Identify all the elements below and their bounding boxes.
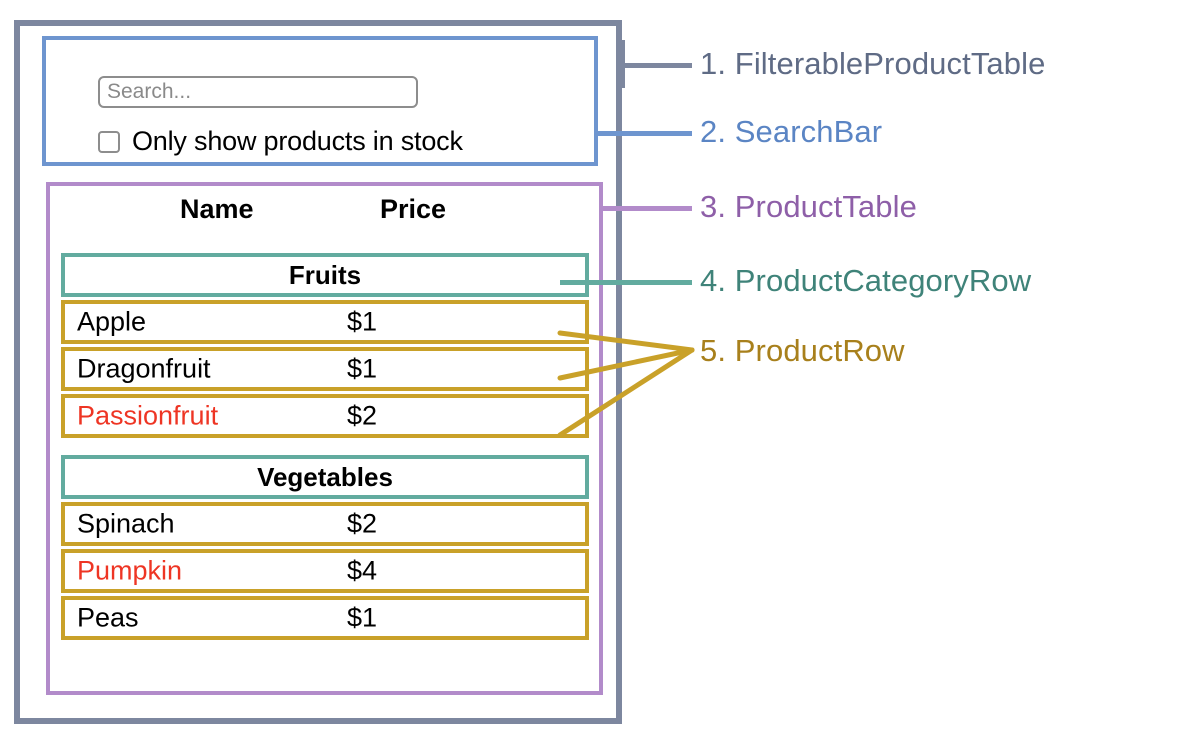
annotation-number-2: 2.	[700, 114, 727, 149]
stock-filter-checkbox[interactable]	[98, 130, 120, 153]
product-price: $4	[347, 555, 378, 586]
annotation-text-5: ProductRow	[734, 333, 905, 368]
leader-line-5-fan	[557, 330, 695, 438]
product-row: Peas $1	[61, 596, 589, 640]
product-category-row: Fruits	[61, 253, 589, 297]
product-price: $2	[347, 400, 378, 431]
product-row: Pumpkin $4	[61, 549, 589, 593]
product-name: Passionfruit	[77, 400, 219, 431]
annotation-label-4: 4. ProductCategoryRow	[700, 263, 1031, 299]
table-header-row: Name Price	[50, 194, 599, 232]
column-header-price: Price	[380, 194, 447, 224]
annotation-label-3: 3. ProductTable	[700, 189, 917, 225]
product-name: Peas	[77, 602, 139, 633]
product-name: Spinach	[77, 508, 175, 539]
product-row: Apple $1	[61, 300, 589, 344]
product-price: $1	[347, 602, 378, 633]
product-name: Pumpkin	[77, 555, 183, 586]
leader-line-1	[620, 63, 692, 68]
column-header-name: Name	[180, 194, 254, 224]
stock-filter-row[interactable]: Only show products in stock	[98, 126, 463, 157]
product-price: $2	[347, 508, 378, 539]
annotation-number-1: 1.	[700, 46, 727, 81]
leader-line-4	[560, 280, 692, 285]
product-price: $1	[347, 353, 378, 384]
annotation-number-4: 4.	[700, 263, 727, 298]
category-label: Vegetables	[257, 461, 393, 492]
annotation-text-3: ProductTable	[734, 189, 917, 224]
annotation-label-1: 1. FilterableProductTable	[700, 46, 1045, 82]
stock-filter-label: Only show products in stock	[132, 126, 463, 156]
product-price: $1	[347, 306, 378, 337]
leader-line-3	[601, 206, 692, 211]
search-bar-frame: Only show products in stock	[42, 36, 598, 166]
product-row: Dragonfruit $1	[61, 347, 589, 391]
product-name: Apple	[77, 306, 147, 337]
product-row: Passionfruit $2	[61, 394, 589, 438]
search-input[interactable]	[98, 76, 418, 108]
annotation-text-4: ProductCategoryRow	[734, 263, 1032, 298]
annotation-label-5: 5. ProductRow	[700, 333, 905, 369]
annotation-number-3: 3.	[700, 189, 727, 224]
product-row: Spinach $2	[61, 502, 589, 546]
annotation-label-2: 2. SearchBar	[700, 114, 882, 150]
annotation-text-2: SearchBar	[734, 114, 883, 149]
product-rows-area: Fruits Apple $1 Dragonfruit $1 Passionfr…	[61, 253, 589, 643]
category-label: Fruits	[288, 259, 362, 290]
category-gap	[61, 441, 589, 455]
annotation-number-5: 5.	[700, 333, 727, 368]
product-name: Dragonfruit	[77, 353, 211, 384]
product-category-row: Vegetables	[61, 455, 589, 499]
product-table-frame: Name Price Fruits Apple $1 Dragonfruit $…	[46, 182, 603, 695]
annotation-text-1: FilterableProductTable	[734, 46, 1046, 81]
leader-line-2	[596, 131, 692, 136]
